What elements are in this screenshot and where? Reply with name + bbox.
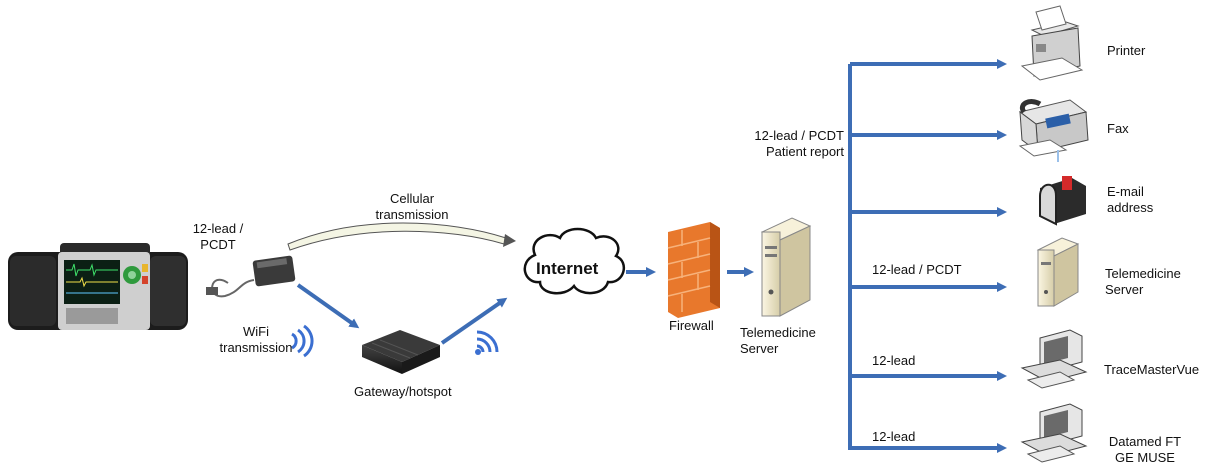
- email-mailbox-icon: [1039, 176, 1086, 226]
- cellular-transmission-label: Cellular transmission: [352, 191, 472, 223]
- printer-icon: [1020, 5, 1084, 81]
- computer-icon-datamed: [1020, 403, 1088, 463]
- email-line2: address: [1107, 200, 1154, 215]
- cellular-transmission-arrow: [287, 222, 516, 251]
- patient-report-label: 12-lead / PCDT Patient report: [734, 128, 844, 160]
- flow-arrows: [296, 267, 754, 345]
- tracemaster-label: TraceMasterVue: [1104, 362, 1200, 377]
- firewall-label: Firewall: [669, 318, 714, 333]
- computer-icon-tracemaster: [1020, 329, 1088, 389]
- tele-line2: Server: [1105, 282, 1144, 297]
- report-line1: 12-lead / PCDT: [754, 128, 844, 143]
- tele-line1: Telemedicine: [1105, 266, 1181, 281]
- wifi-transmission-label: WiFi transmission: [206, 324, 306, 356]
- lead-pcdt-label-left: 12-lead / PCDT: [188, 221, 248, 253]
- fax-icon: [1018, 99, 1089, 162]
- cellular-line1: Cellular: [389, 191, 435, 206]
- lead-pcdt-line2: PCDT: [200, 237, 236, 252]
- server-line2: Server: [740, 341, 779, 356]
- printer-label: Printer: [1107, 43, 1146, 58]
- datamed-label: Datamed FT GE MUSE: [1100, 434, 1190, 466]
- fax-label: Fax: [1107, 121, 1129, 136]
- lead-pcdt-line1: 12-lead /: [192, 221, 244, 236]
- firewall-icon: [667, 222, 720, 318]
- telemedicine-server-dest-icon: [1036, 237, 1080, 307]
- telemedicine-server-dest-label: Telemedicine Server: [1105, 266, 1181, 298]
- gateway-label: Gateway/hotspot: [354, 384, 452, 399]
- telemedicine-server-label: Telemedicine Server: [740, 325, 840, 357]
- wifi-line1: WiFi: [243, 324, 269, 339]
- email-line1: E-mail: [1107, 184, 1144, 199]
- email-label: E-mail address: [1107, 184, 1153, 216]
- distribution-bus: [848, 59, 1007, 453]
- server-line1: Telemedicine: [740, 325, 816, 340]
- branch-lead-label-2: 12-lead: [872, 429, 916, 444]
- cable-modem-icon: [206, 255, 296, 298]
- cellular-line2: transmission: [375, 207, 449, 222]
- branch-lead-label-1: 12-lead: [872, 353, 916, 368]
- internet-label: Internet: [536, 259, 599, 278]
- branch-pcdt-label: 12-lead / PCDT: [872, 262, 962, 277]
- datamed-line1: Datamed FT: [1108, 434, 1182, 449]
- internet-cloud-icon: [523, 227, 626, 295]
- wifi-icon-right: [475, 330, 499, 355]
- report-line2: Patient report: [765, 144, 844, 159]
- defibrillator-monitor-icon: [8, 243, 188, 330]
- telemedicine-server-icon: [760, 217, 812, 317]
- wifi-line2: transmission: [219, 340, 293, 355]
- gateway-hotspot-icon: [362, 330, 440, 374]
- datamed-line2: GE MUSE: [1115, 450, 1175, 465]
- wifi-icon-left: [291, 324, 314, 358]
